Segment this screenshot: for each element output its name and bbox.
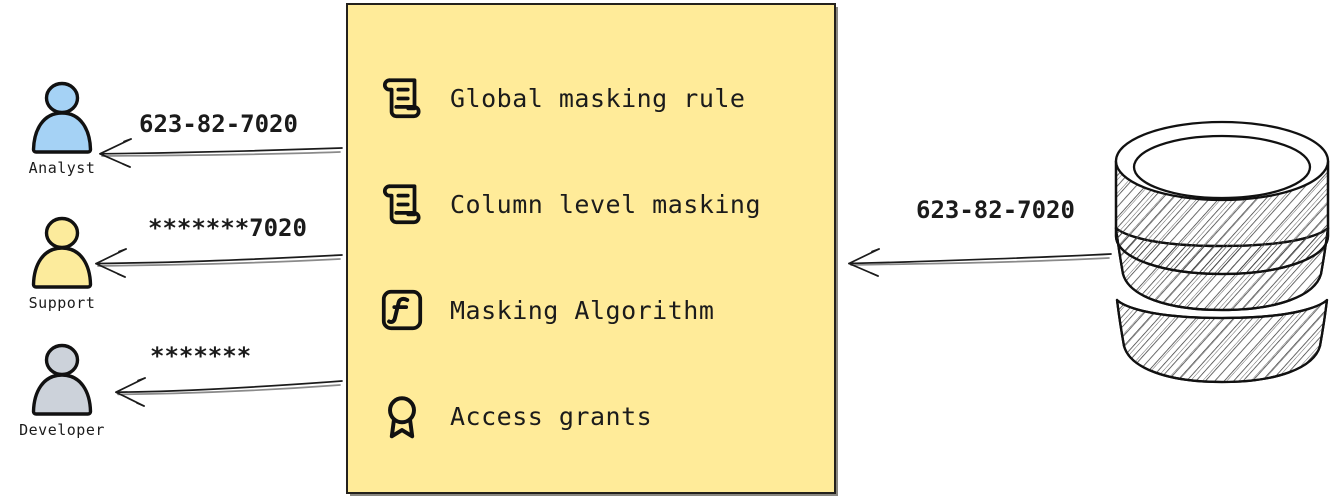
person-icon xyxy=(31,343,93,416)
actor-analyst[interactable]: Analyst xyxy=(2,80,122,177)
medal-icon xyxy=(376,390,428,442)
policy-item-masking-algorithm[interactable]: Masking Algorithm xyxy=(376,257,836,363)
policy-item-column-level-masking[interactable]: Column level masking xyxy=(376,151,836,257)
policy-panel-background xyxy=(346,3,836,494)
policy-item-label: Global masking rule xyxy=(450,83,746,113)
flow-label-database: 623-82-7020 xyxy=(916,196,1075,224)
scroll-icon xyxy=(376,72,428,124)
arrow-to-developer xyxy=(115,377,343,407)
actor-support[interactable]: Support xyxy=(2,215,122,312)
arrow-to-support xyxy=(95,248,343,278)
database-cylinder-icon xyxy=(1114,120,1330,384)
arrow-to-analyst xyxy=(99,138,343,168)
actor-developer[interactable]: Developer xyxy=(2,342,122,439)
actor-label: Developer xyxy=(19,421,105,439)
policy-item-label: Access grants xyxy=(450,401,653,431)
person-icon xyxy=(31,81,93,154)
flow-label-developer: ******* xyxy=(150,342,252,370)
actor-label: Analyst xyxy=(28,159,96,177)
arrow-database-to-panel xyxy=(848,248,1112,277)
flow-label-support: *******7020 xyxy=(148,214,307,242)
person-icon xyxy=(31,216,93,289)
actor-label: Support xyxy=(28,294,96,312)
policy-item-access-grants[interactable]: Access grants xyxy=(376,363,836,469)
policy-item-global-masking-rule[interactable]: Global masking rule xyxy=(376,45,836,151)
scroll-icon xyxy=(376,178,428,230)
policy-item-label: Column level masking xyxy=(450,189,762,219)
policy-panel: Global masking rule Column level masking xyxy=(346,3,836,494)
policy-item-list: Global masking rule Column level masking xyxy=(346,3,836,494)
policy-item-label: Masking Algorithm xyxy=(450,295,715,325)
function-icon xyxy=(376,284,428,336)
flow-label-analyst: 623-82-7020 xyxy=(139,110,298,138)
